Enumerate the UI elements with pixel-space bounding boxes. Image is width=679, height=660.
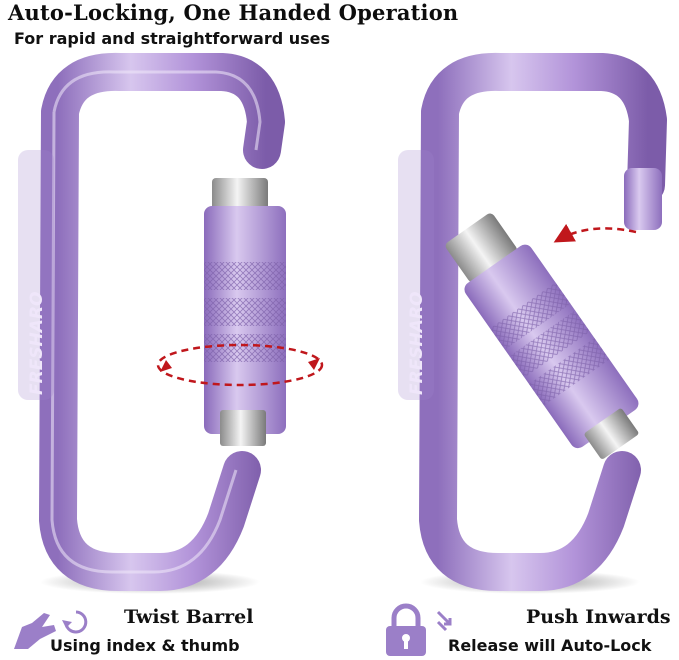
subheadline: For rapid and straightforward uses	[14, 29, 331, 48]
feature-twist-title: Twist Barrel	[124, 606, 254, 628]
feature-push-subtitle: Release will Auto-Lock	[448, 636, 652, 655]
carabiner-locked: FRESHARO	[18, 52, 324, 591]
headline: Auto-Locking, One Handed Operation	[8, 0, 459, 25]
twist-arrow	[156, 343, 324, 387]
feature-twist-subtitle: Using index & thumb	[50, 636, 240, 655]
carabiner-open: FRESHARO	[398, 52, 667, 591]
push-arrow	[553, 223, 637, 243]
brand-mark-right: FRESHARO	[407, 292, 427, 396]
push-arrow-icon	[436, 610, 452, 632]
hand-twist-icon	[14, 613, 56, 649]
rotate-icon	[62, 610, 88, 634]
brand-mark: FRESHARO	[27, 292, 47, 396]
feature-push-title: Push Inwards	[526, 606, 671, 628]
padlock-icon	[386, 603, 426, 656]
